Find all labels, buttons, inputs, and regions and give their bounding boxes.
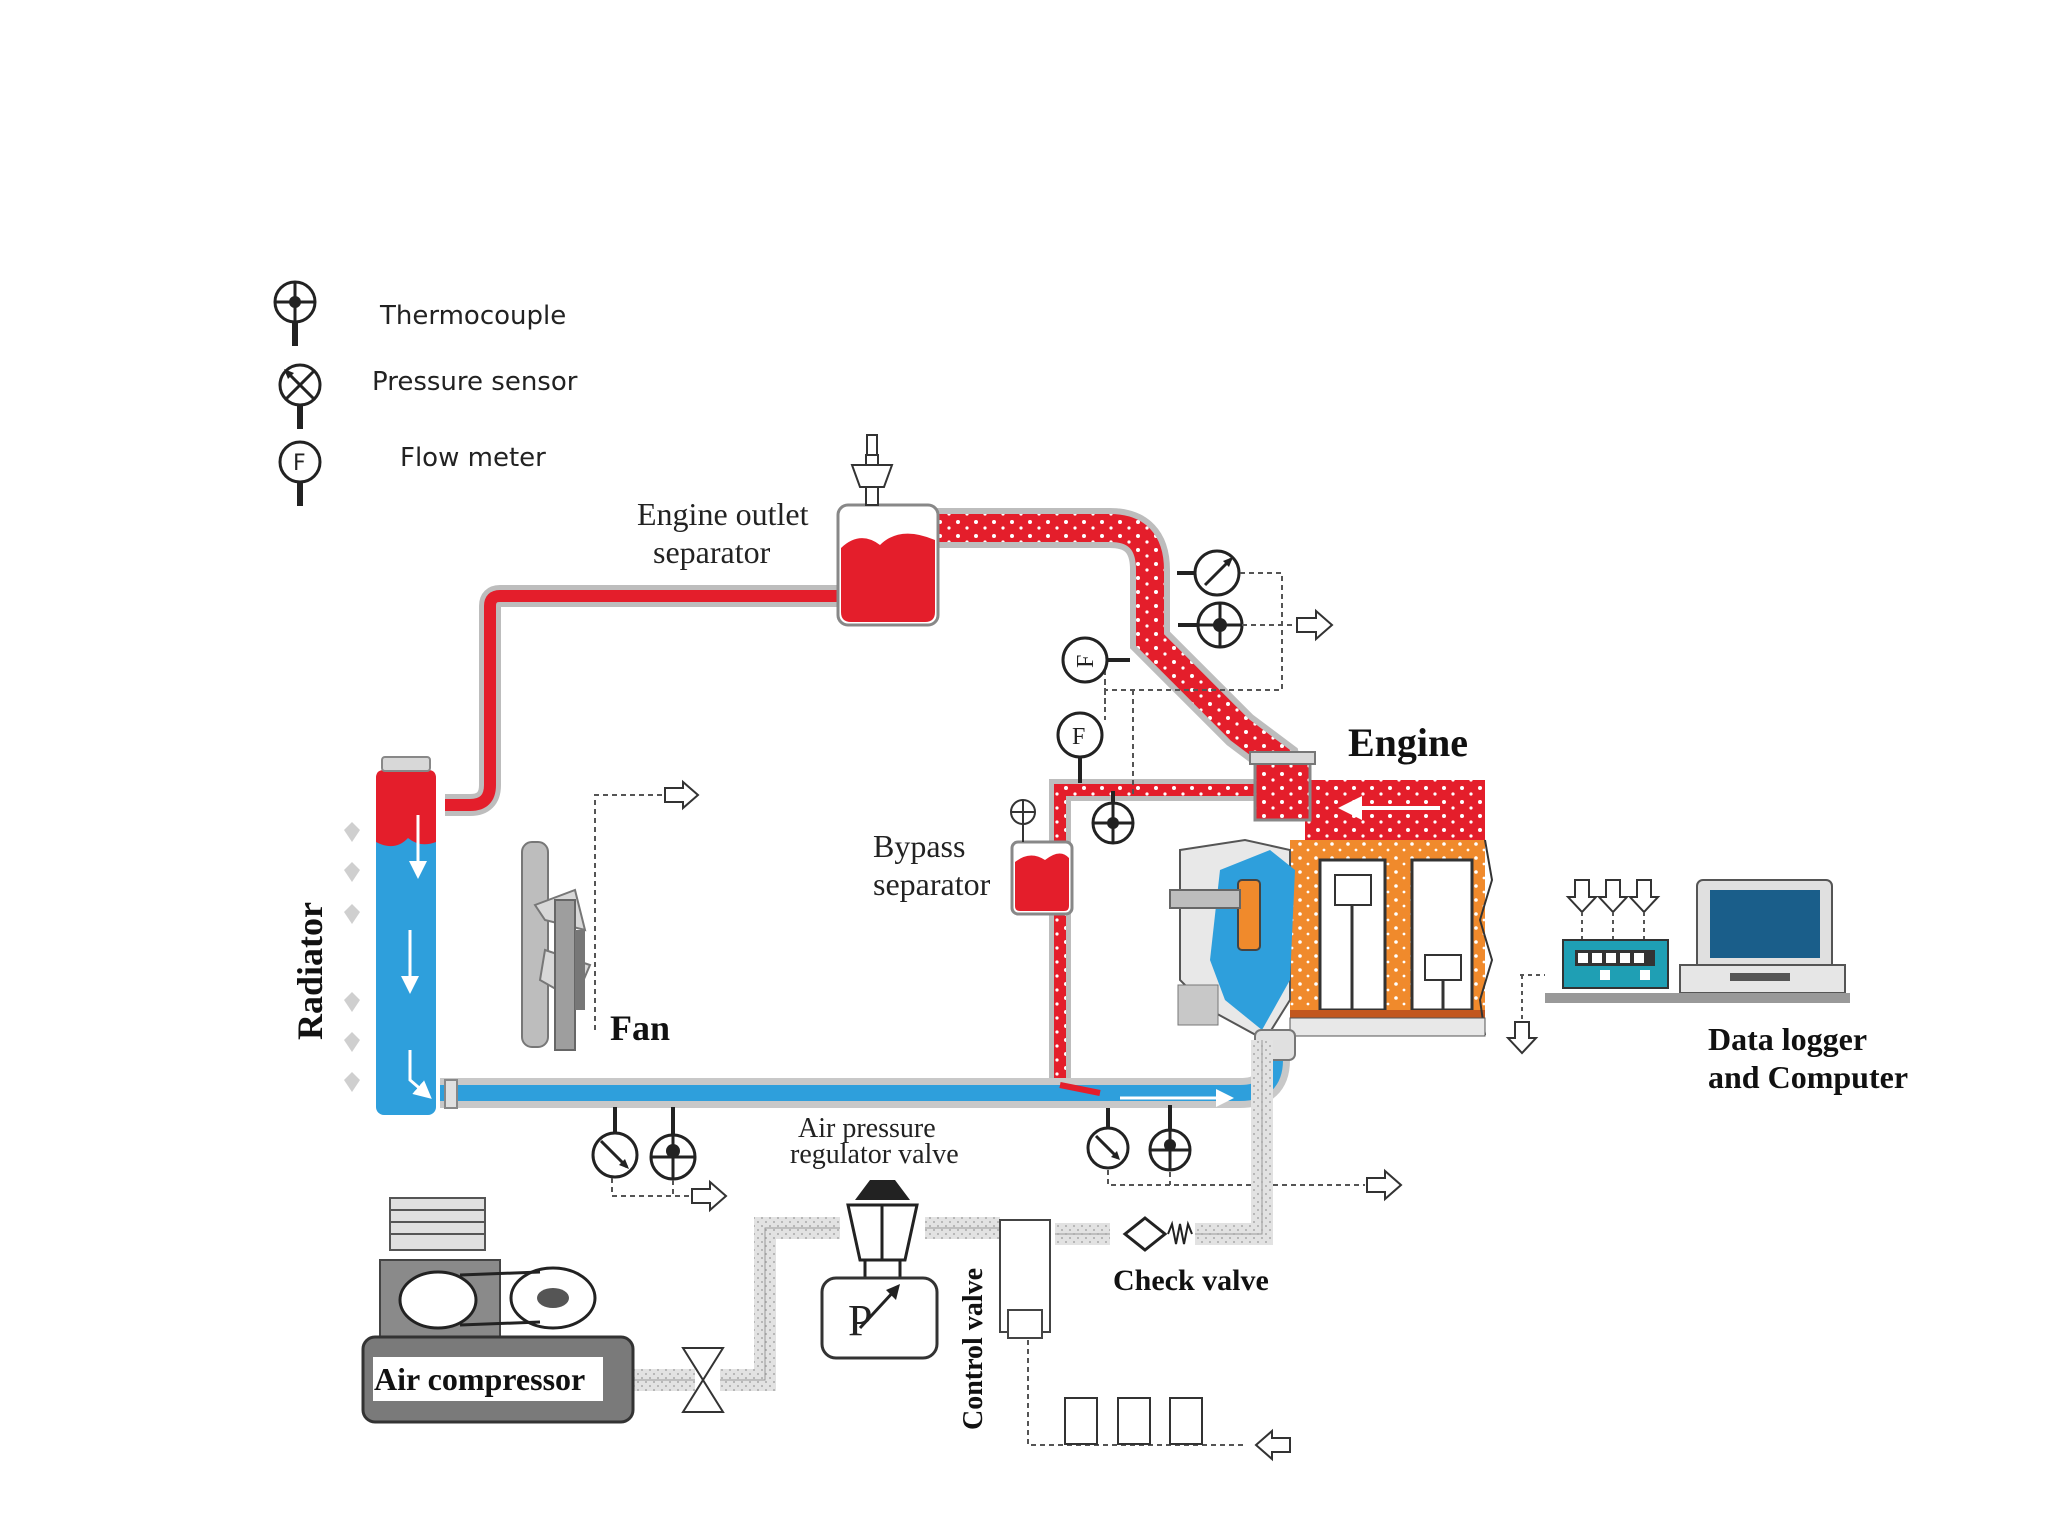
radiator-outlet-thermocouple-icon <box>649 1107 697 1181</box>
air-system: Air compressor Air pressure regulator va… <box>361 1040 1291 1462</box>
data-logger-label-1: Data logger <box>1708 1021 1867 1057</box>
separator-relief-valve-icon <box>850 434 894 506</box>
radiator-label: Radiator <box>290 902 330 1040</box>
pressure-sensor-icon <box>278 363 322 429</box>
fan-signal-arrow-icon <box>664 779 700 811</box>
legend-thermocouple-label: Thermocouple <box>379 301 566 331</box>
bypass-relief-valve-icon <box>1010 799 1036 842</box>
radiator-inlet-pipe <box>445 585 840 816</box>
bypass-separator-label-2: separator <box>873 866 991 902</box>
radiator: Radiator <box>290 756 436 1115</box>
air-pressure-regulator-label-2: regulator valve <box>790 1139 959 1170</box>
air-compressor: Air compressor <box>361 1197 635 1424</box>
air-compressor-label: Air compressor <box>374 1361 585 1397</box>
bypass-flow-meter-icon: F <box>1056 711 1104 783</box>
radiator-outlet-pressure-sensor-icon <box>591 1107 639 1179</box>
engine-outlet-flow-meter-icon: F <box>1061 636 1130 684</box>
thermocouple-icon <box>273 280 317 346</box>
radiator-outlet-sensors <box>591 1105 1403 1213</box>
flow-meter-icon: F <box>278 440 322 506</box>
bypass-separator: Bypass separator <box>873 799 1074 916</box>
radiator-outlet-signal-arrow-icon <box>691 1179 728 1213</box>
bypass-separator-label-1: Bypass <box>873 828 965 864</box>
bypass-flow-meter-symbol: F <box>1072 724 1085 750</box>
legend: Thermocouple Pressure sensor F Flow mete… <box>273 280 578 506</box>
engine-inlet-thermocouple-icon <box>1148 1105 1192 1172</box>
hot-coolant-pipes <box>445 508 1310 1088</box>
control-valve: Control valve <box>958 1219 1291 1462</box>
engine-outlet-separator-label-2: separator <box>653 534 771 570</box>
bypass-thermocouple-icon <box>1091 791 1135 845</box>
engine-inlet-signal-arrow-icon <box>1366 1168 1403 1202</box>
air-pressure-regulator-valve: Air pressure regulator valve <box>790 1113 959 1280</box>
legend-flow-meter-label: Flow meter <box>400 443 546 473</box>
legend-flow-meter-symbol: F <box>293 451 306 476</box>
data-logger-label-2: and Computer <box>1708 1059 1908 1095</box>
engine-outlet-sensors: F F <box>1056 549 1334 845</box>
engine-outlet-separator-label-1: Engine outlet <box>637 496 809 532</box>
legend-pressure-sensor-label: Pressure sensor <box>372 367 578 397</box>
computer-icon <box>1679 879 1846 994</box>
engine-outlet-separator: Engine outlet separator <box>637 434 940 627</box>
check-valve: Check valve <box>1113 1216 1269 1297</box>
engine-outlet-pressure-sensor-icon <box>1177 549 1241 597</box>
check-valve-label: Check valve <box>1113 1264 1269 1297</box>
engine-outlet-flow-meter-symbol: F <box>1073 655 1099 668</box>
pressure-gauge: P <box>820 1276 939 1360</box>
radiator-airflow-icon <box>344 822 360 1092</box>
engine: Engine <box>1169 720 1494 1061</box>
control-valve-label: Control valve <box>958 1268 989 1430</box>
fan-label: Fan <box>610 1008 670 1048</box>
air-pressure-regulator-label-1: Air pressure <box>798 1113 936 1144</box>
data-logger-and-computer: Data logger and Computer <box>1505 879 1908 1095</box>
logger-output-arrow-icon <box>1505 1021 1539 1055</box>
engine-label: Engine <box>1348 720 1468 765</box>
logger-input-arrows-icon <box>1565 879 1661 914</box>
engine-outlet-signal-arrow-icon <box>1296 608 1334 642</box>
fan: Fan <box>521 779 700 1051</box>
engine-outlet-thermocouple-icon <box>1178 601 1244 649</box>
engine-inlet-pressure-sensor-icon <box>1086 1108 1130 1170</box>
control-signal-arrow-icon <box>1254 1428 1291 1462</box>
air-shutoff-valve-icon <box>681 1347 725 1413</box>
